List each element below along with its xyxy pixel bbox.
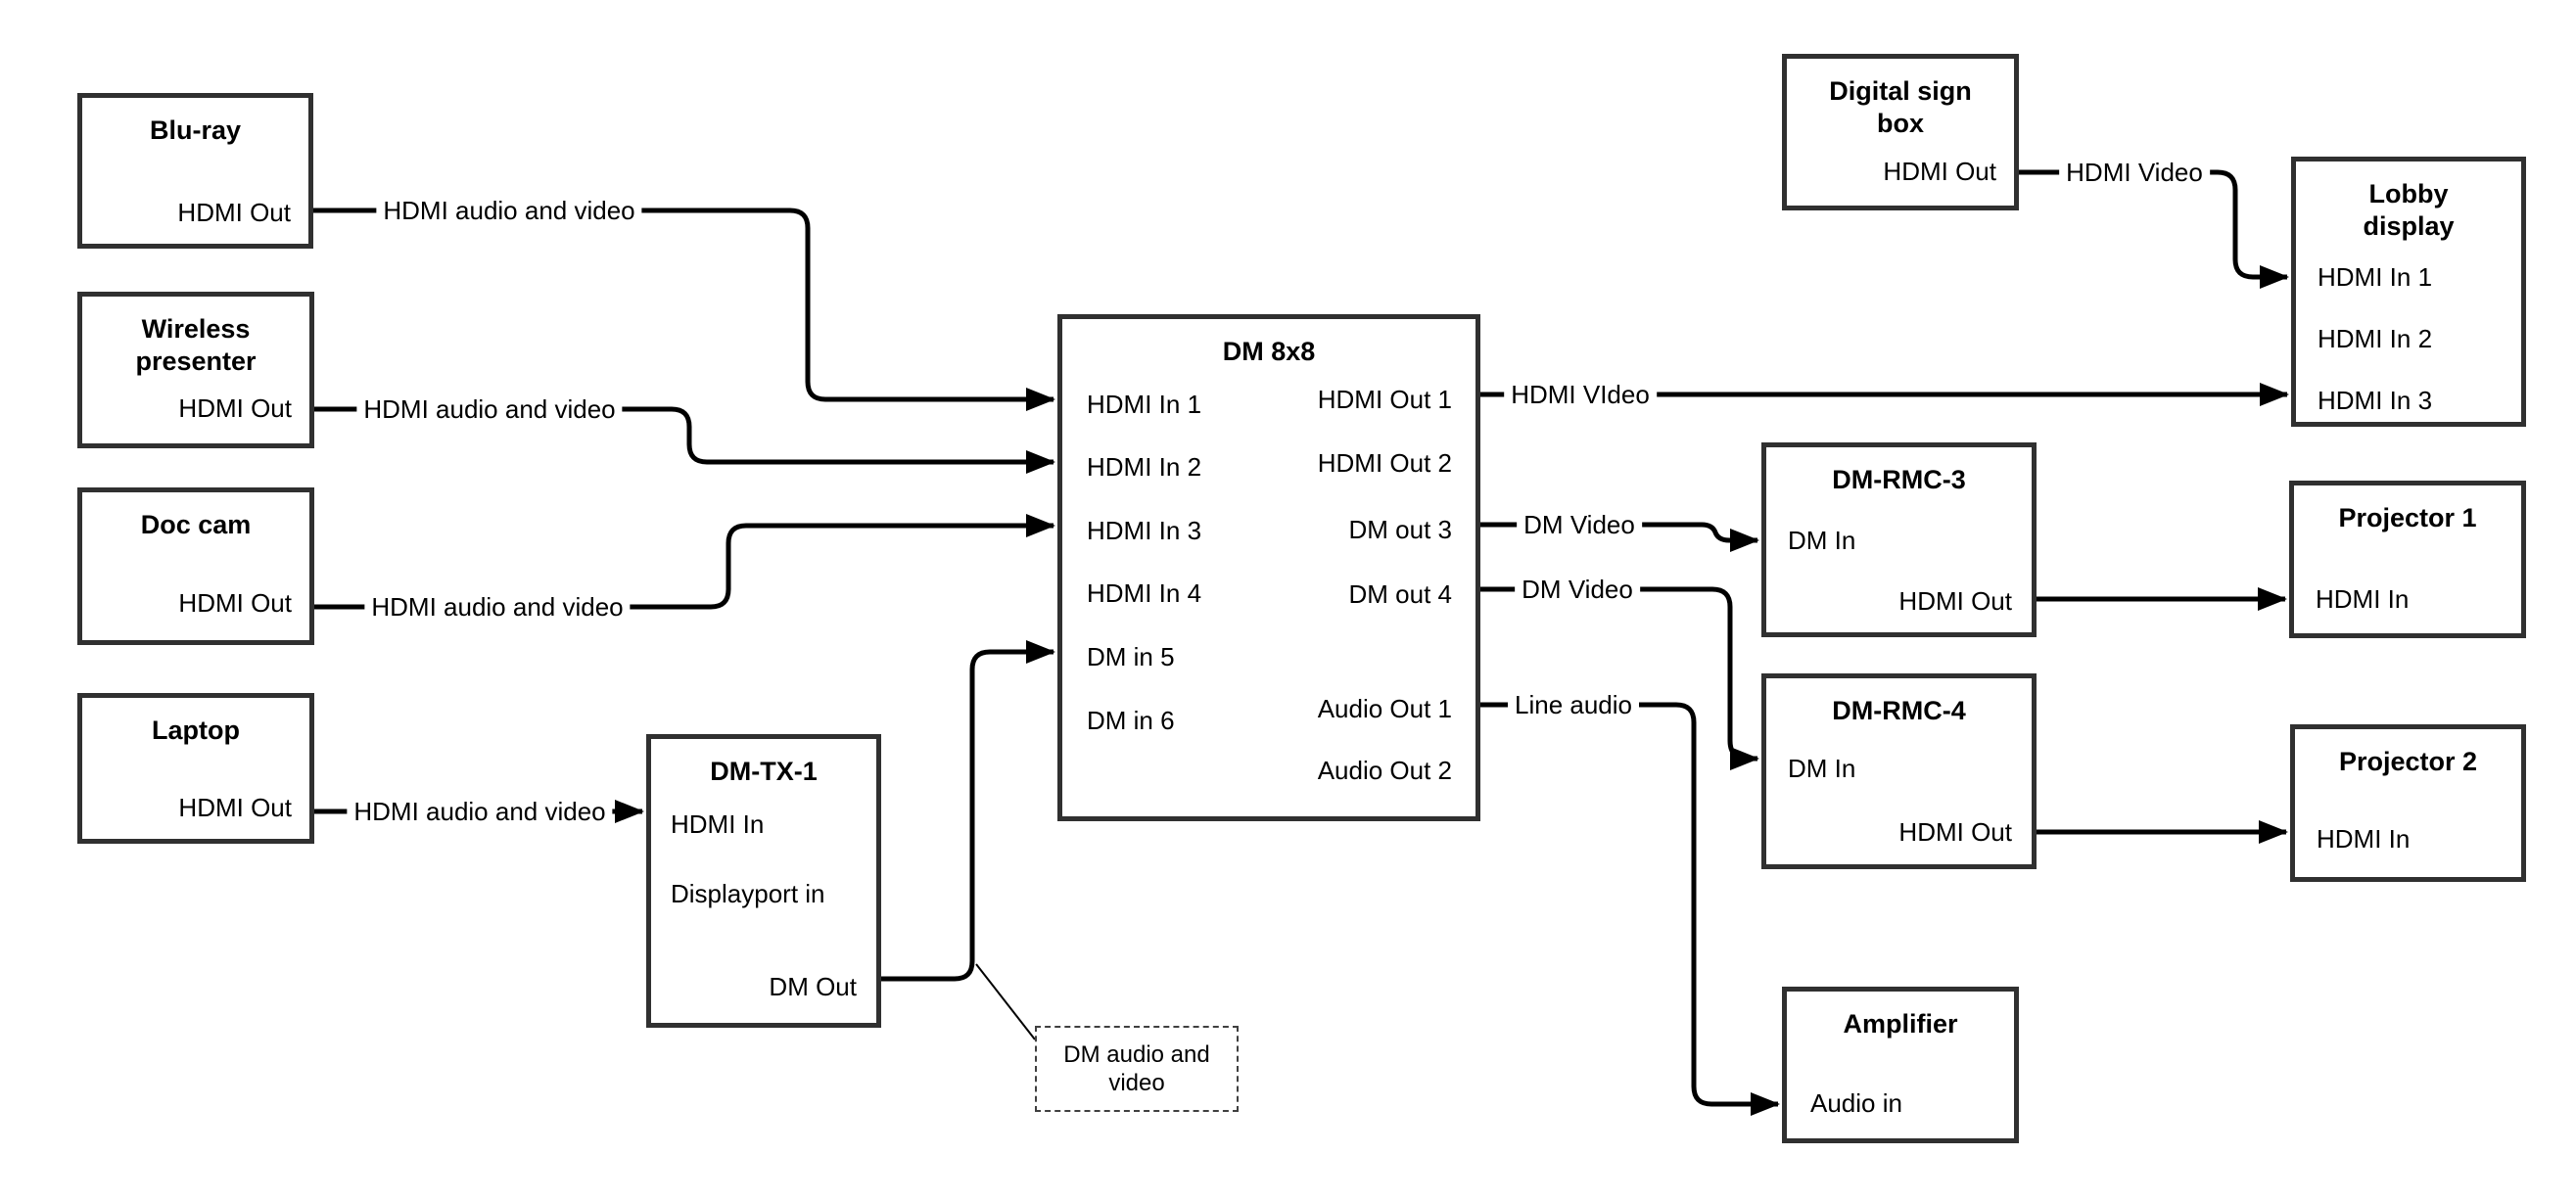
node-title: Wireless presenter <box>135 314 257 376</box>
node-title: Lobby display <box>2363 179 2455 241</box>
note-callout-line <box>975 963 1036 1040</box>
port-dm-in: DM In <box>1788 526 1856 555</box>
port-dm-in: DM In <box>1788 754 1856 783</box>
wire-label-hdmi-video-sign: HDMI Video <box>2059 158 2210 187</box>
port-audio-in: Audio in <box>1810 1088 1902 1118</box>
port-dm-out: DM Out <box>769 972 857 1001</box>
node-title: Projector 2 <box>2338 747 2478 776</box>
node-laptop: Laptop HDMI Out <box>77 693 314 844</box>
port-hdmi-in-1: HDMI In 1 <box>1087 390 1202 419</box>
port-hdmi-in-3: HDMI In 3 <box>1087 516 1202 545</box>
port-dm-out-4: DM out 4 <box>1348 579 1453 609</box>
node-digital-sign-box: Digital sign box HDMI Out <box>1782 54 2019 210</box>
wire-label-hdmi-av-wireless: HDMI audio and video <box>356 394 623 424</box>
node-lobby-display: Lobby display HDMI In 1 HDMI In 2 HDMI I… <box>2291 157 2526 427</box>
node-dm-rmc-4: DM-RMC-4 DM In HDMI Out <box>1761 673 2037 869</box>
dm-audio-video-note: DM audio and video <box>1035 1026 1239 1112</box>
node-dm-8x8: DM 8x8 HDMI In 1 HDMI In 2 HDMI In 3 HDM… <box>1057 314 1480 821</box>
port-hdmi-out: HDMI Out <box>178 793 292 822</box>
wire-doccam-to-dm8x8-in3 <box>314 514 1055 610</box>
wire-label-hdmi-av-bluray: HDMI audio and video <box>376 196 642 225</box>
port-dm-in-6: DM in 6 <box>1087 706 1175 735</box>
node-projector-1: Projector 1 HDMI In <box>2289 481 2526 638</box>
node-title: DM-RMC-4 <box>1832 696 1966 725</box>
wire-label-dm-video-out3: DM Video <box>1517 510 1642 539</box>
wire-dmtx1-to-dm8x8-in5 <box>881 640 1055 982</box>
wire-label-dm-video-out4: DM Video <box>1515 575 1640 604</box>
wire-digitalsign-to-lobby-in1 <box>2019 169 2289 289</box>
port-hdmi-out: HDMI Out <box>1898 586 2012 616</box>
node-title: DM-TX-1 <box>710 757 818 786</box>
port-hdmi-out: HDMI Out <box>1898 817 2012 847</box>
port-hdmi-out: HDMI Out <box>178 393 292 423</box>
port-hdmi-out-1: HDMI Out 1 <box>1317 385 1452 414</box>
node-bluray: Blu-ray HDMI Out <box>77 93 313 249</box>
wire-label-hdmi-video-out1: HDMI VIdeo <box>1504 380 1657 409</box>
node-title: Projector 1 <box>2338 503 2477 532</box>
port-dm-out-3: DM out 3 <box>1348 515 1453 544</box>
port-displayport-in: Displayport in <box>671 879 825 908</box>
node-title: DM 8x8 <box>1222 337 1316 366</box>
wire-bluray-to-dm8x8-in1 <box>313 208 1055 411</box>
wire-dm8x8-audio1-to-amp <box>1480 702 1780 1116</box>
port-audio-out-2: Audio Out 2 <box>1317 756 1452 785</box>
wire-label-hdmi-av-doccam: HDMI audio and video <box>364 592 631 622</box>
port-hdmi-in-1: HDMI In 1 <box>2318 262 2433 292</box>
port-hdmi-out-2: HDMI Out 2 <box>1317 448 1452 478</box>
wire-label-line-audio: Line audio <box>1508 690 1639 719</box>
wire-label-hdmi-av-laptop: HDMI audio and video <box>347 797 613 826</box>
port-hdmi-in: HDMI In <box>2316 584 2410 614</box>
port-hdmi-in-2: HDMI In 2 <box>1087 452 1202 482</box>
node-title: Digital sign box <box>1829 76 1972 138</box>
port-hdmi-out: HDMI Out <box>178 588 292 618</box>
node-doc-cam: Doc cam HDMI Out <box>77 487 314 645</box>
port-hdmi-in-2: HDMI In 2 <box>2318 324 2433 353</box>
wire-wireless-to-dm8x8-in2 <box>314 406 1055 474</box>
port-hdmi-out: HDMI Out <box>177 198 291 227</box>
wire-dm8x8-out3-to-rmc3 <box>1480 522 1759 552</box>
port-hdmi-out: HDMI Out <box>1883 157 1996 186</box>
node-title: DM-RMC-3 <box>1832 465 1966 494</box>
port-hdmi-in-3: HDMI In 3 <box>2318 386 2433 415</box>
wire-dm8x8-out4-to-rmc4 <box>1480 586 1759 770</box>
port-audio-out-1: Audio Out 1 <box>1317 694 1452 723</box>
node-title: Laptop <box>152 716 240 745</box>
port-hdmi-in-4: HDMI In 4 <box>1087 578 1202 608</box>
node-wireless-presenter: Wireless presenter HDMI Out <box>77 292 314 448</box>
port-hdmi-in: HDMI In <box>671 809 765 839</box>
node-title: Amplifier <box>1843 1009 1958 1039</box>
node-amplifier: Amplifier Audio in <box>1782 987 2019 1143</box>
node-title: Blu-ray <box>149 115 242 145</box>
port-hdmi-in: HDMI In <box>2317 824 2411 854</box>
node-dm-rmc-3: DM-RMC-3 DM In HDMI Out <box>1761 442 2037 637</box>
node-title: Doc cam <box>140 510 252 539</box>
node-projector-2: Projector 2 HDMI In <box>2290 724 2526 882</box>
node-dm-tx-1: DM-TX-1 HDMI In Displayport in DM Out <box>646 734 881 1028</box>
port-dm-in-5: DM in 5 <box>1087 642 1175 671</box>
